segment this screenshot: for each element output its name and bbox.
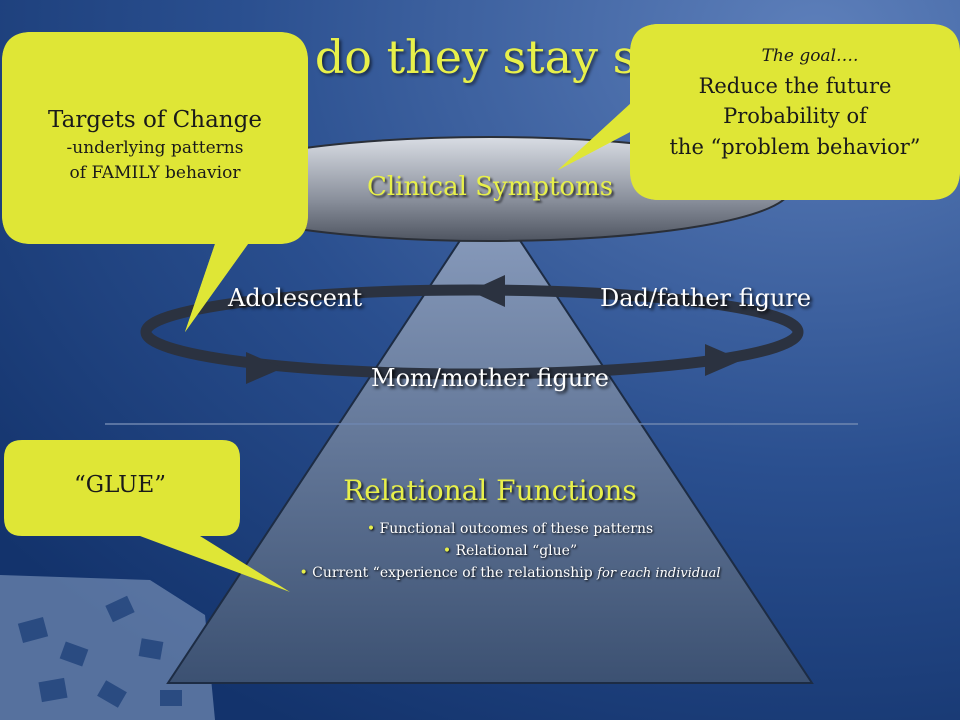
mother-label: Mom/mother figure [371,364,609,392]
goal-callout-line3: the “problem behavior” [669,135,921,159]
clinical-symptoms-label: Clinical Symptoms [366,172,614,202]
targets-callout: Targets of Change -underlying patterns o… [10,104,300,186]
arrow-right-icon [246,352,283,384]
adolescent-label: Adolescent [228,284,363,312]
bullet-current-experience-main: Current “experience of the relationship [312,565,598,581]
bullet-functional-outcomes: Functional outcomes of these patterns [200,518,820,540]
father-label: Dad/father figure [600,284,812,312]
targets-callout-title: Targets of Change [48,107,262,133]
arrow-left-icon [470,275,505,307]
relational-bullets: Functional outcomes of these patterns Re… [200,518,820,585]
bullet-current-experience-italic: for each individual [597,566,721,581]
houses-decoration [0,575,215,720]
goal-callout-intro: The goal…. [761,46,859,66]
goal-callout: The goal…. Reduce the future Probability… [634,44,956,166]
relational-functions-label: Relational Functions [343,474,637,507]
bullet-current-experience: Current “experience of the relationship … [200,562,820,585]
targets-callout-line1: -underlying patterns [66,138,244,158]
glue-callout-text: “GLUE” [73,472,167,498]
bullet-relational-glue: Relational “glue” [200,540,820,562]
arrow-right-icon [705,344,742,376]
family-cycle-ring [140,284,804,380]
targets-callout-line2: of FAMILY behavior [69,163,241,183]
